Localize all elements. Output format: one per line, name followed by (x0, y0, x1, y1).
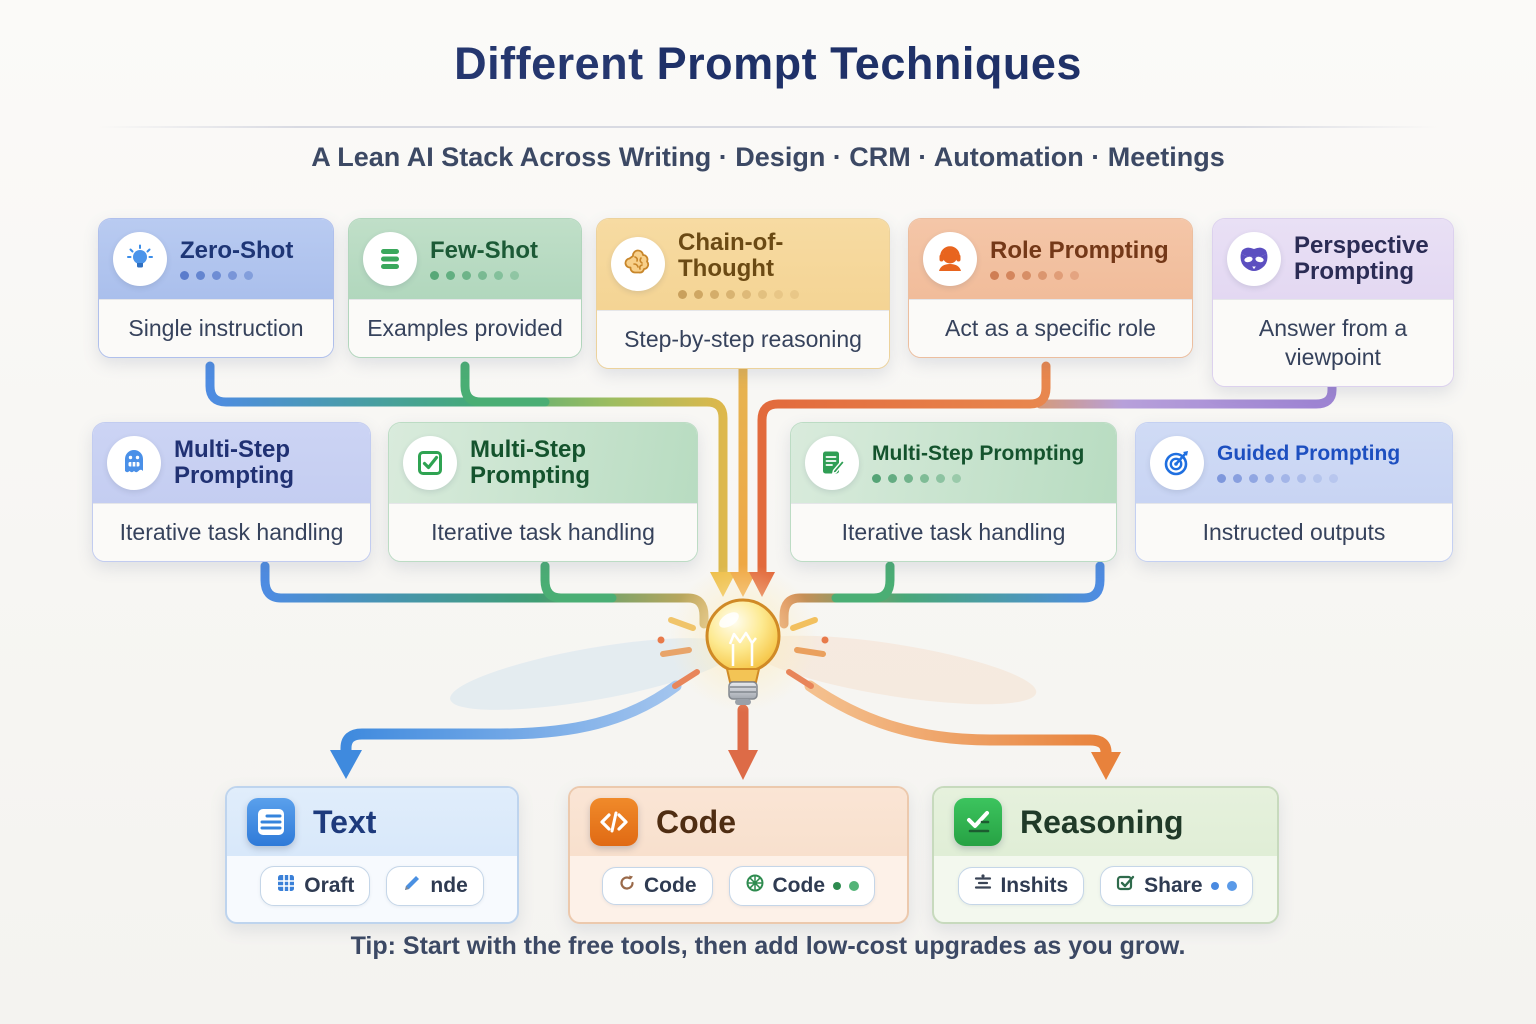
insights-button[interactable]: Inshits (958, 867, 1085, 905)
code-icon (590, 798, 638, 846)
button-label: Inshits (1000, 874, 1069, 897)
list-icon (363, 232, 417, 286)
card-title: Multi-Step Prompting (470, 436, 590, 489)
title-bold: Prompt Techniques (656, 38, 1082, 89)
mask-icon (1227, 232, 1281, 286)
card-title: Perspective Prompting (1294, 232, 1429, 285)
connector-perspective (1035, 381, 1337, 409)
pencil-icon (402, 873, 422, 899)
status-dot (1210, 882, 1219, 890)
connector-guided (779, 561, 1105, 629)
card-title: Chain-of-Thought (678, 229, 784, 282)
robot-icon (107, 436, 161, 490)
button-label: Oraft (304, 874, 355, 897)
connector-mid-3 (831, 561, 895, 603)
button-label: nde (430, 874, 468, 897)
card-description: Act as a specific role (909, 299, 1192, 357)
card-title: Role Prompting (990, 236, 1169, 264)
progress-dots (430, 271, 538, 281)
card-multi-step-3: Multi-Step Prompting Iterative task hand… (790, 422, 1117, 562)
progress-dots (678, 289, 875, 299)
lightbulb-icon (113, 232, 167, 286)
card-multi-step-1: Multi-Step Prompting Iterative task hand… (92, 422, 371, 562)
document-edit-icon (805, 436, 859, 490)
target-icon (1150, 436, 1204, 490)
wheel-icon (745, 873, 765, 899)
status-dot (1226, 881, 1237, 891)
card-title: Multi-Step Prompting (872, 442, 1085, 466)
headset-icon (923, 232, 977, 286)
page-title: Different Prompt Techniques (0, 38, 1536, 90)
output-arrows (330, 680, 1121, 780)
brain-icon (611, 237, 665, 292)
lightbulb-idea-icon (450, 564, 1037, 712)
card-few-shot: Few-Shot Examples provided (348, 218, 582, 358)
connector-few-shot (460, 361, 550, 407)
status-dot (833, 882, 841, 890)
loop-icon (618, 874, 636, 898)
card-description: Iterative task handling (389, 503, 697, 561)
tip-text: Tip: Start with the free tools, then add… (350, 932, 1186, 960)
card-role-prompting: Role Prompting Act as a specific role (908, 218, 1193, 358)
card-description: Step-by-step reasoning (597, 309, 889, 368)
sliders-icon (974, 874, 992, 898)
button-label: Share (1144, 874, 1203, 897)
note-button[interactable]: nde (386, 866, 484, 906)
progress-dots (180, 271, 293, 281)
card-chain-of-thought: Chain-of-Thought Step-by-step reasoning (596, 218, 890, 369)
bulb-rays (657, 617, 829, 689)
output-card-reasoning: Reasoning Inshits (932, 786, 1279, 924)
button-label: Code (772, 874, 826, 897)
code-tools-button[interactable]: Code (728, 866, 875, 906)
divider (98, 126, 1438, 128)
progress-dots (990, 271, 1169, 281)
button-label: Code (644, 874, 697, 897)
text-doc-icon (247, 798, 295, 846)
card-title: Guided Prompting (1217, 442, 1401, 466)
progress-dots (1217, 473, 1400, 483)
card-description: Examples provided (349, 299, 581, 357)
card-guided-prompting: Guided Prompting Instructed outputs (1135, 422, 1453, 562)
card-title: Multi-Step Prompting (174, 436, 294, 489)
card-description: Answer from a viewpoint (1213, 299, 1453, 386)
card-description: Single instruction (99, 299, 333, 357)
card-description: Instructed outputs (1136, 503, 1452, 561)
output-title: Text (313, 803, 377, 840)
card-zero-shot: Zero-Shot Single instruction (98, 218, 334, 358)
progress-dots (872, 473, 1084, 483)
connector-mid-1 (260, 561, 709, 629)
table-icon (276, 873, 296, 899)
card-multi-step-2: Multi-Step Prompting Iterative task hand… (388, 422, 698, 562)
card-description: Iterative task handling (93, 503, 370, 561)
code-run-button[interactable]: Code (602, 867, 713, 905)
card-title: Zero-Shot (180, 236, 294, 264)
card-perspective-prompting: Perspective Prompting Answer from a view… (1212, 218, 1454, 387)
output-card-text: Text Oraft nde (225, 786, 519, 924)
funnel-arrowheads (710, 572, 775, 597)
title-light: Different (454, 38, 644, 89)
draft-button[interactable]: Oraft (260, 866, 371, 906)
card-description: Iterative task handling (791, 503, 1116, 561)
subtitle: A Lean AI Stack Across Writing · Design … (311, 142, 1225, 172)
card-title: Few-Shot (430, 236, 538, 264)
share-button[interactable]: Share (1100, 866, 1253, 906)
connector-mid-2 (540, 561, 617, 603)
output-card-code: Code Code Code (568, 786, 909, 924)
status-dot (849, 881, 859, 891)
checklist-icon (954, 798, 1002, 846)
output-title: Reasoning (1020, 803, 1184, 840)
checkbox-icon (403, 436, 457, 490)
output-title: Code (656, 803, 736, 840)
row2-connectors (260, 561, 1105, 629)
share-check-icon (1116, 873, 1136, 899)
